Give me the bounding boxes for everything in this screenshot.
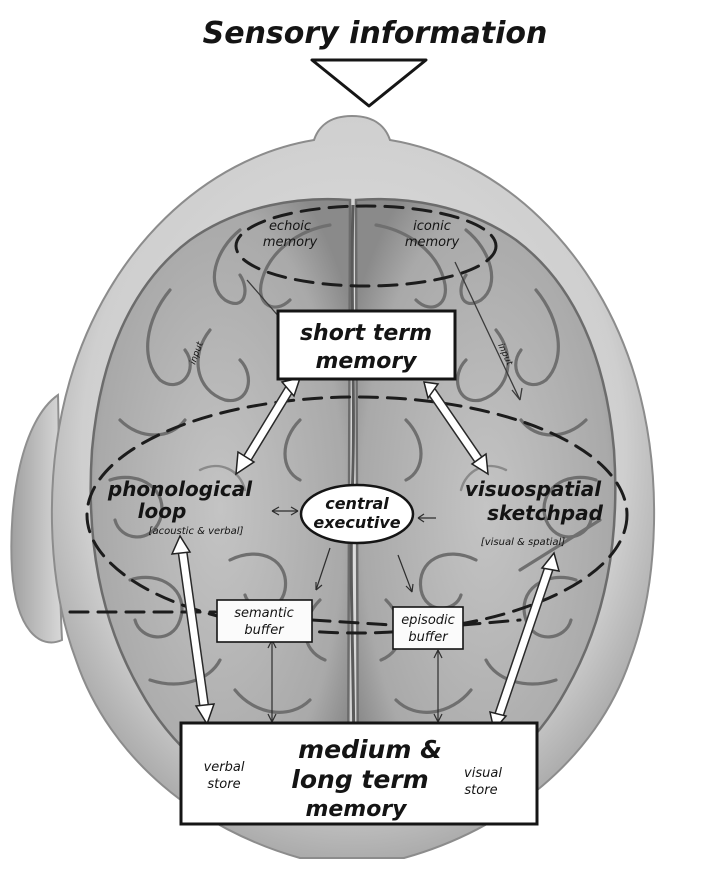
svg-text:visuospatial: visuospatial bbox=[465, 477, 602, 501]
echoic-memory: echoic memory bbox=[263, 219, 318, 250]
svg-text:[acoustic & verbal]: [acoustic & verbal] bbox=[149, 526, 244, 537]
svg-text:sketchpad: sketchpad bbox=[487, 501, 604, 525]
svg-text:memory: memory bbox=[315, 349, 418, 374]
svg-text:executive: executive bbox=[313, 513, 400, 532]
svg-text:memory: memory bbox=[405, 235, 460, 250]
svg-text:[visual & spatial]: [visual & spatial] bbox=[481, 537, 565, 548]
central-executive: central executive bbox=[301, 485, 413, 543]
semantic-buffer-box: semantic buffer bbox=[217, 600, 312, 642]
svg-text:medium &: medium & bbox=[298, 735, 442, 764]
svg-text:short term: short term bbox=[300, 321, 432, 346]
svg-text:memory: memory bbox=[263, 235, 318, 250]
svg-text:episodic: episodic bbox=[401, 613, 455, 628]
svg-text:central: central bbox=[325, 494, 389, 513]
svg-text:memory: memory bbox=[305, 797, 408, 822]
svg-text:echoic: echoic bbox=[269, 219, 311, 234]
diagram-title: Sensory information bbox=[203, 16, 548, 51]
verbal-store-label: verbal bbox=[204, 760, 245, 775]
svg-text:phonological: phonological bbox=[107, 477, 253, 501]
svg-text:buffer: buffer bbox=[244, 623, 285, 638]
svg-text:long term: long term bbox=[291, 765, 428, 794]
short-term-memory-box: short term memory bbox=[278, 311, 455, 379]
svg-text:iconic: iconic bbox=[413, 219, 451, 234]
svg-text:semantic: semantic bbox=[234, 606, 294, 621]
verbal-store-label-2: store bbox=[207, 777, 240, 792]
svg-text:loop: loop bbox=[138, 499, 187, 523]
visual-store-label-2: store bbox=[464, 783, 497, 798]
episodic-buffer-box: episodic buffer bbox=[393, 607, 463, 649]
long-term-memory-box: medium & long term memory verbal store v… bbox=[181, 723, 537, 824]
input-triangle-icon bbox=[312, 60, 426, 106]
visual-store-label: visual bbox=[464, 766, 502, 781]
svg-text:buffer: buffer bbox=[408, 630, 449, 645]
